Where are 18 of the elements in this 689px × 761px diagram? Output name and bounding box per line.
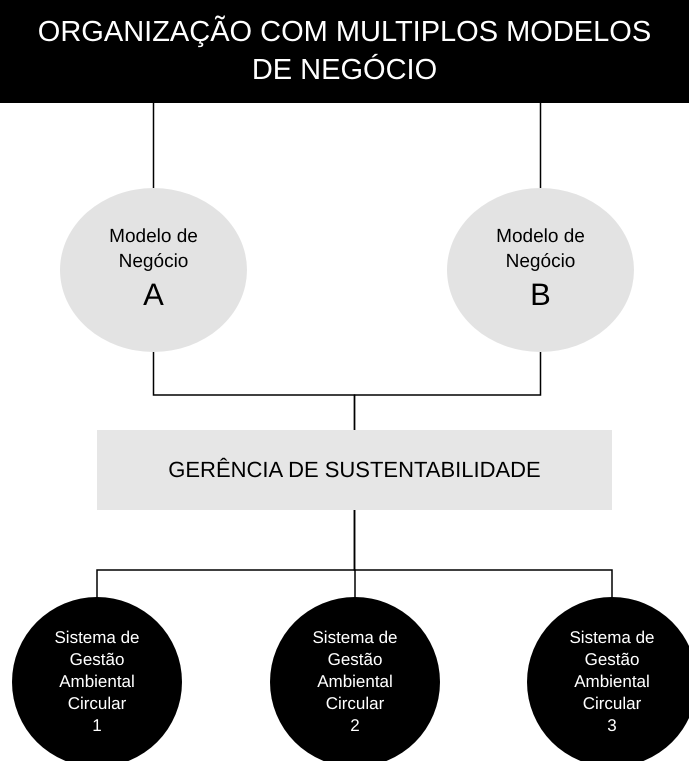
title-band bbox=[97, 430, 612, 510]
node-label: ORGANIZAÇÃO COM MULTIPLOS MODELOS DE NEGÓCIO bbox=[36, 14, 652, 88]
node-letter: A bbox=[143, 276, 164, 314]
node-letter: 1 bbox=[92, 715, 102, 738]
connector-line bbox=[354, 510, 613, 600]
title-band bbox=[0, 0, 689, 103]
node-label: Sistema de Gestão Ambiental Circular bbox=[53, 626, 141, 716]
node-label: Modelo de Negócio bbox=[108, 225, 198, 274]
connector-line bbox=[540, 103, 542, 188]
node-letter: B bbox=[530, 276, 551, 314]
node-label: Modelo de Negócio bbox=[496, 225, 586, 274]
connector-line bbox=[152, 103, 154, 188]
node-label: Sistema de Gestão Ambiental Circular bbox=[568, 626, 656, 716]
node-letter: 2 bbox=[350, 715, 360, 738]
node-label: GERÊNCIA DE SUSTENTABILIDADE bbox=[168, 456, 541, 484]
node-letter: 3 bbox=[607, 715, 617, 738]
connector-line bbox=[354, 352, 542, 430]
node-label: Sistema de Gestão Ambiental Circular bbox=[311, 626, 399, 716]
